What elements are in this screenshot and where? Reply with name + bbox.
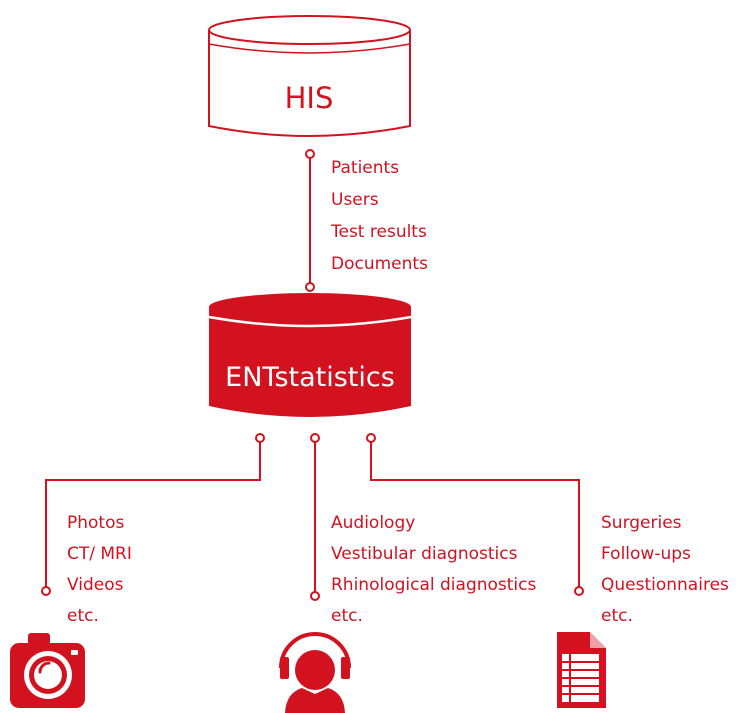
media-connector (41, 433, 265, 596)
documents-source-list: Surgeries Follow-ups Questionnaires etc. (601, 513, 729, 626)
his-exchange-item: Test results (330, 222, 427, 242)
his-exchange-item: Users (331, 190, 379, 210)
documents-source-item: Surgeries (601, 513, 682, 533)
entstatistics-cylinder-body (209, 307, 411, 417)
media-connector-endpoint-bottom (41, 586, 51, 596)
diagnostics-source-list: Audiology Vestibular diagnostics Rhinolo… (331, 513, 537, 626)
diagnostics-connector-endpoint-bottom (310, 591, 320, 601)
diagnostics-source-item: etc. (331, 606, 363, 626)
documents-source-item: etc. (601, 606, 633, 626)
entstatistics-cylinder-rim (208, 315, 412, 328)
his-connector-endpoint-bottom (305, 282, 315, 292)
headset-user-icon (279, 632, 351, 713)
diagnostics-source-item: Vestibular diagnostics (331, 544, 518, 564)
diagnostics-connector-endpoint-top (310, 433, 320, 443)
entstatistics-label: ENTstatistics (225, 362, 395, 393)
documents-source-item: Follow-ups (601, 544, 691, 564)
diagnostics-source-item: Rhinological diagnostics (331, 575, 537, 595)
documents-connector-endpoint-top (366, 433, 376, 443)
his-cylinder-body (208, 30, 411, 137)
documents-source-item: Questionnaires (601, 575, 729, 595)
entstatistics-cylinder-top (209, 293, 411, 321)
his-exchange-list: Patients Users Test results Documents (330, 158, 428, 274)
media-connector-endpoint-top (255, 433, 265, 443)
diagnostics-connector (310, 433, 320, 601)
camera-icon (10, 633, 85, 708)
entstatistics-database: ENTstatistics (208, 293, 412, 417)
his-connector-endpoint-top (305, 149, 315, 159)
his-connector (305, 149, 315, 292)
document-icon (557, 632, 606, 708)
his-label: HIS (285, 81, 334, 115)
media-source-item: Photos (67, 513, 124, 533)
documents-connector-line (370, 442, 580, 587)
his-exchange-item: Documents (331, 254, 428, 274)
media-connector-line (45, 442, 261, 587)
media-source-list: Photos CT/ MRI Videos etc. (67, 513, 132, 626)
media-source-item: CT/ MRI (67, 544, 132, 564)
his-exchange-item: Patients (331, 158, 399, 178)
his-database: HIS (208, 15, 411, 137)
his-cylinder-rim (208, 43, 411, 54)
media-source-item: etc. (67, 606, 99, 626)
his-cylinder-top (208, 15, 411, 45)
diagnostics-source-item: Audiology (331, 513, 415, 533)
documents-connector-endpoint-bottom (574, 586, 584, 596)
media-source-item: Videos (67, 575, 124, 595)
documents-connector (366, 433, 584, 596)
